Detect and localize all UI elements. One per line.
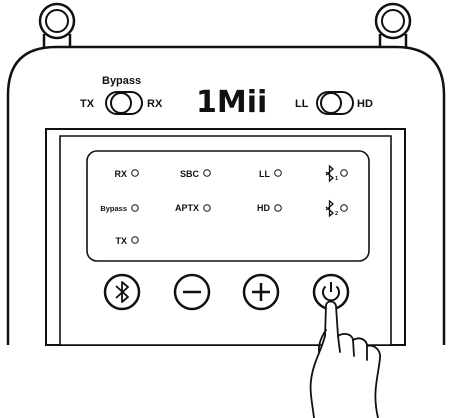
tx-switch-label: TX (80, 98, 95, 110)
indicator-tx: TX (115, 236, 139, 246)
indicator-rx: RX (114, 169, 139, 179)
indicator-bt2: 2 (325, 199, 348, 218)
indicator-aptx: APTX (175, 203, 211, 213)
plus-icon (252, 283, 270, 301)
brand-logo: 1Mii (196, 85, 267, 120)
bluetooth-icon (115, 281, 129, 303)
power-icon (322, 282, 340, 302)
led-ll (274, 169, 282, 177)
minus-button[interactable] (173, 273, 211, 311)
led-bypass (131, 204, 139, 212)
bypass-title: Bypass (102, 75, 141, 87)
bluetooth-button[interactable] (103, 273, 141, 311)
rx-switch-label: RX (147, 98, 163, 110)
indicator-bypass: Bypass (100, 204, 139, 213)
led-sbc (203, 169, 211, 177)
bluetooth-icon (325, 199, 334, 218)
svg-text:TX: TX (115, 236, 127, 246)
led-rx (131, 169, 139, 177)
svg-text:LL: LL (259, 169, 270, 179)
indicator-hd: HD (257, 203, 282, 213)
svg-text:2: 2 (335, 211, 338, 217)
led-tx (131, 236, 139, 244)
svg-text:RX: RX (114, 169, 127, 179)
svg-text:SBC: SBC (180, 169, 200, 179)
bluetooth-icon (325, 164, 334, 183)
indicator-window (86, 150, 370, 262)
tx-rx-switch[interactable] (105, 91, 143, 115)
ll-hd-switch[interactable] (316, 91, 354, 115)
svg-text:APTX: APTX (175, 203, 199, 213)
ll-switch-label: LL (295, 98, 309, 110)
svg-text:1: 1 (335, 176, 338, 182)
indicator-ll: LL (259, 169, 282, 179)
svg-text:Bypass: Bypass (100, 204, 127, 213)
svg-text:HD: HD (257, 203, 270, 213)
led-hd (274, 204, 282, 212)
plus-button[interactable] (242, 273, 280, 311)
pressing-hand (309, 300, 381, 418)
indicator-sbc: SBC (180, 169, 211, 179)
led-bt2 (340, 204, 348, 212)
led-aptx (203, 204, 211, 212)
led-bt1 (340, 169, 348, 177)
indicator-bt1: 1 (325, 164, 348, 183)
hd-switch-label: HD (357, 98, 373, 110)
